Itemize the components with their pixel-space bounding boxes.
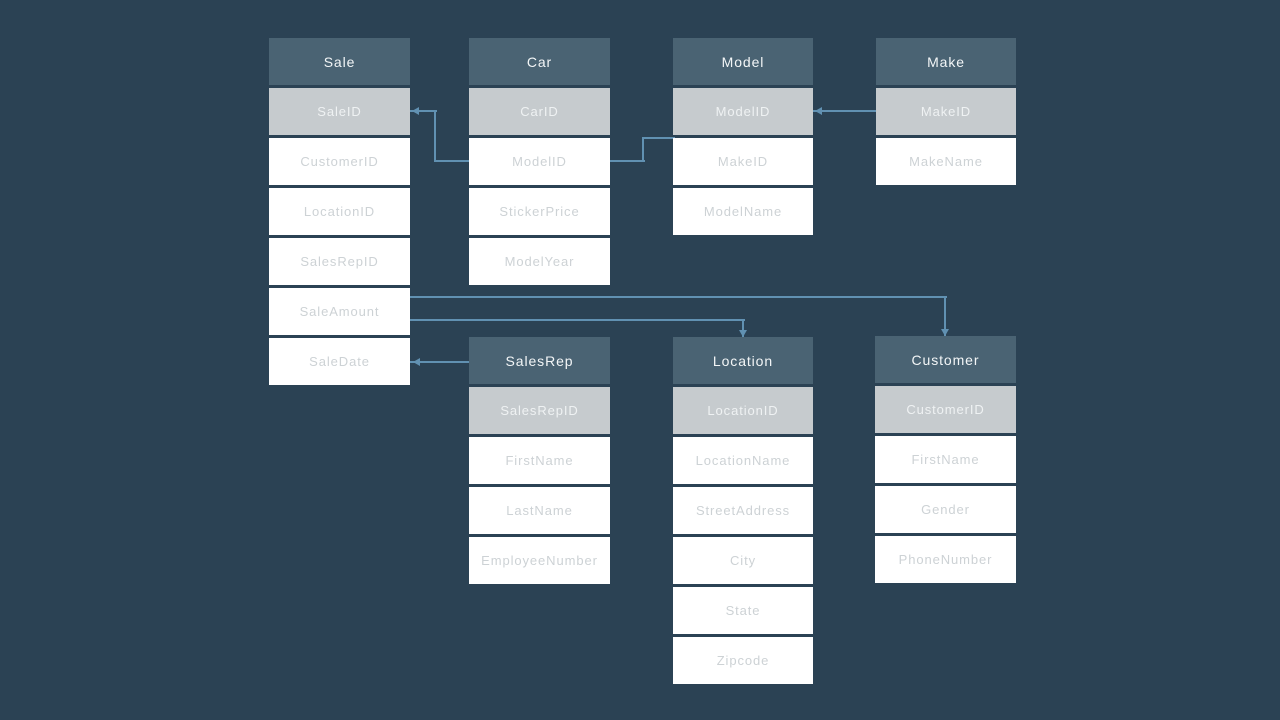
table-title-sale: Sale: [269, 38, 410, 85]
field-customer-gender: Gender: [875, 486, 1016, 533]
field-car-modelid: ModelID: [469, 138, 610, 185]
field-make-makename: MakeName: [876, 138, 1016, 185]
field-sale-saleamount: SaleAmount: [269, 288, 410, 335]
relationship-sale-saleamount-to-location-segment: [410, 319, 745, 321]
field-customer-phonenumber: PhoneNumber: [875, 536, 1016, 583]
relationship-sale-saleamount-to-customer-segment: [944, 296, 946, 337]
table-title-car: Car: [469, 38, 610, 85]
relationship-sale-saleamount-to-customer-segment: [410, 296, 947, 298]
field-location-zipcode: Zipcode: [673, 637, 813, 684]
field-salesrep-employeenumber: EmployeeNumber: [469, 537, 610, 584]
field-customer-firstname: FirstName: [875, 436, 1016, 483]
relationship-car-modelid-to-sale-saleid-arrowhead-icon: [412, 107, 419, 115]
field-location-locationname: LocationName: [673, 437, 813, 484]
table-title-salesrep: SalesRep: [469, 337, 610, 384]
field-salesrep-lastname: LastName: [469, 487, 610, 534]
field-location-streetaddress: StreetAddress: [673, 487, 813, 534]
relationship-car-modelid-to-model-modelid-segment: [643, 137, 675, 139]
field-salesrep-firstname: FirstName: [469, 437, 610, 484]
relationship-sale-saledate-to-salesrep-arrowhead-icon: [413, 358, 420, 366]
field-car-carid-primary-key: CarID: [469, 88, 610, 135]
field-location-city: City: [673, 537, 813, 584]
field-model-modelid-primary-key: ModelID: [673, 88, 813, 135]
relationship-model-modelid-to-make-makeid-arrowhead-icon: [815, 107, 822, 115]
field-sale-customerid: CustomerID: [269, 138, 410, 185]
field-salesrep-salesrepid-primary-key: SalesRepID: [469, 387, 610, 434]
relationship-car-modelid-to-sale-saleid-segment: [410, 110, 437, 112]
field-location-locationid-primary-key: LocationID: [673, 387, 813, 434]
field-sale-saledate: SaleDate: [269, 338, 410, 385]
relationship-sale-saledate-to-salesrep-segment: [410, 361, 471, 363]
relationship-car-modelid-to-sale-saleid-segment: [434, 110, 436, 162]
relationship-sale-saleamount-to-location-arrowhead-icon: [739, 330, 747, 337]
relationship-car-modelid-to-model-modelid-segment: [642, 137, 644, 162]
field-model-makeid: MakeID: [673, 138, 813, 185]
table-title-make: Make: [876, 38, 1016, 85]
table-title-location: Location: [673, 337, 813, 384]
relationship-model-modelid-to-make-makeid-segment: [813, 110, 878, 112]
field-sale-locationid: LocationID: [269, 188, 410, 235]
field-car-modelyear: ModelYear: [469, 238, 610, 285]
field-model-modelname: ModelName: [673, 188, 813, 235]
relationship-sale-saleamount-to-customer-arrowhead-icon: [941, 329, 949, 336]
relationship-car-modelid-to-sale-saleid-segment: [435, 160, 471, 162]
field-sale-saleid-primary-key: SaleID: [269, 88, 410, 135]
table-title-customer: Customer: [875, 336, 1016, 383]
field-location-state: State: [673, 587, 813, 634]
relationship-sale-saleamount-to-location-segment: [742, 319, 744, 338]
field-sale-salesrepid: SalesRepID: [269, 238, 410, 285]
table-title-model: Model: [673, 38, 813, 85]
relationship-car-modelid-to-model-modelid-segment: [610, 160, 645, 162]
field-customer-customerid-primary-key: CustomerID: [875, 386, 1016, 433]
field-car-stickerprice: StickerPrice: [469, 188, 610, 235]
field-make-makeid-primary-key: MakeID: [876, 88, 1016, 135]
